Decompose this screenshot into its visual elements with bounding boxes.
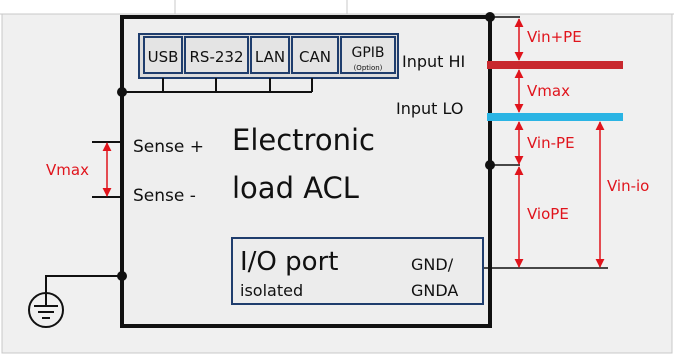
port-can <box>291 36 339 74</box>
port-usb <box>143 36 183 74</box>
port-label-usb: USB <box>148 48 179 66</box>
port-label-can: CAN <box>299 48 331 66</box>
input-lo-label: Input LO <box>396 99 463 118</box>
interface-ports: USB RS-232 LAN CAN GPIB (Option) <box>138 33 399 79</box>
io-gnd-label: GND/ <box>411 255 454 274</box>
port-rs232 <box>184 36 249 74</box>
device-name-line2: load ACL <box>232 171 359 205</box>
io-port-subtitle: isolated <box>240 281 303 300</box>
io-gnda-label: GNDA <box>411 281 458 300</box>
sense-minus-label: Sense - <box>133 186 196 206</box>
port-label-gpib: GPIB <box>351 45 384 61</box>
port-label-rs232: RS-232 <box>190 48 244 66</box>
vio-pe-label: VioPE <box>527 205 569 223</box>
port-label-gpib-option: (Option) <box>354 64 383 72</box>
vin-pe-minus-label: Vin-PE <box>527 134 575 152</box>
port-gpib <box>340 36 396 74</box>
vmax-input-label: Vmax <box>527 82 570 100</box>
input-hi-label: Input HI <box>402 52 465 71</box>
sense-plus-label: Sense + <box>133 137 204 157</box>
vin-pe-plus-label: Vin+PE <box>527 28 582 46</box>
earth-wire <box>45 275 122 293</box>
port-lan <box>250 36 290 74</box>
vin-io-label: Vin-io <box>607 177 649 195</box>
vmax-sense-label: Vmax <box>46 161 89 179</box>
protective-earth-icon <box>28 292 64 328</box>
bus-wires <box>122 78 313 93</box>
io-port-title: I/O port <box>240 247 338 277</box>
bus-node <box>117 87 127 97</box>
input-lo-terminal <box>487 113 623 121</box>
io-port-frame <box>231 237 484 305</box>
io-port-box: I/O port isolated GND/ GNDA <box>231 237 484 305</box>
input-hi-terminal <box>487 61 623 69</box>
device-name-line1: Electronic <box>232 123 375 157</box>
port-label-lan: LAN <box>255 48 285 66</box>
